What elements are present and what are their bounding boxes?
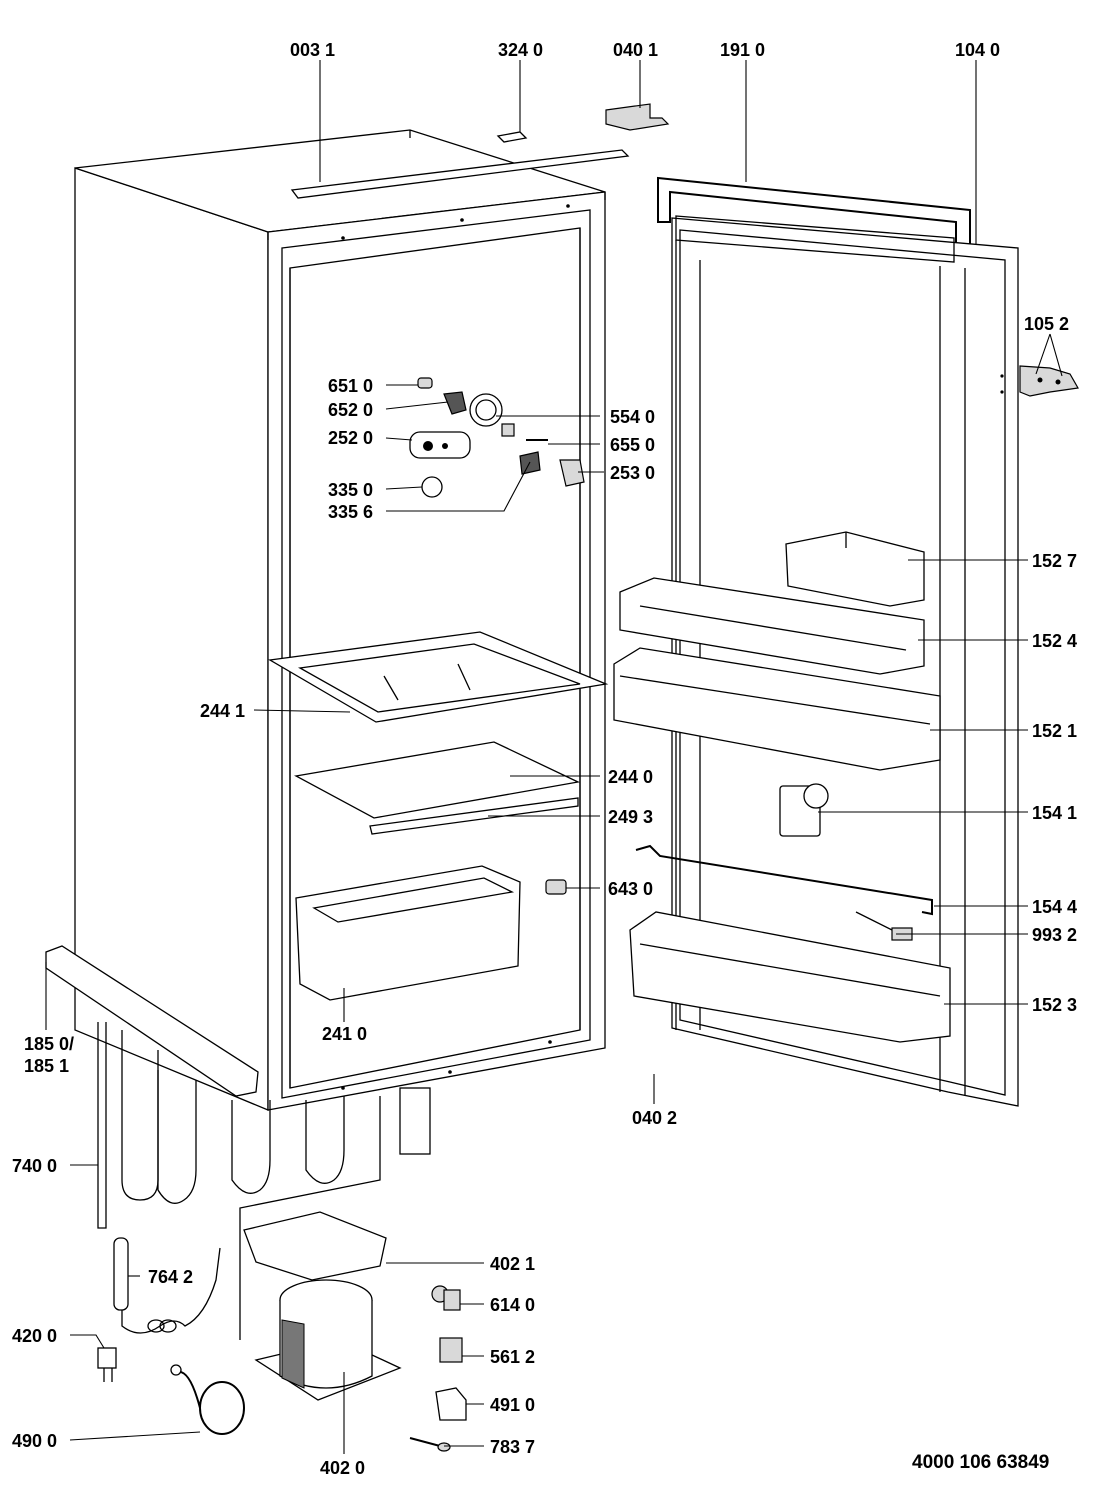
leader-lines — [45, 60, 1063, 1454]
drier-capacitor-cable — [97, 1237, 245, 1435]
label-655-0: 655 0 — [610, 435, 655, 455]
label-643-0: 643 0 — [608, 879, 653, 899]
label-185-1: 185 1 — [24, 1056, 69, 1076]
label-249-3: 249 3 — [608, 807, 653, 827]
label-764-2: 764 2 — [148, 1267, 193, 1287]
label-491-0: 491 0 — [490, 1395, 535, 1415]
compressor-assembly — [243, 1211, 467, 1452]
label-561-2: 561 2 — [490, 1347, 535, 1367]
lamp-thermostat-assembly — [409, 377, 585, 498]
label-152-4: 152 4 — [1032, 631, 1077, 651]
label-105-2: 105 2 — [1024, 314, 1069, 334]
door-shelves — [613, 531, 951, 1043]
label-244-0: 244 0 — [608, 767, 653, 787]
label-253-0: 253 0 — [610, 463, 655, 483]
upper-hinge — [605, 103, 670, 131]
label-490-0: 490 0 — [12, 1431, 57, 1451]
label-651-0: 651 0 — [328, 376, 373, 396]
label-040-1: 040 1 — [613, 40, 658, 60]
label-152-7: 152 7 — [1032, 551, 1077, 571]
part-number-labels: 003 1 324 0 040 1 191 0 104 0 105 2 651 … — [12, 40, 1077, 1478]
label-740-0: 740 0 — [12, 1156, 57, 1176]
top-cover-rail — [290, 131, 630, 199]
label-244-1: 244 1 — [200, 701, 245, 721]
condenser-coil — [97, 1022, 431, 1340]
label-252-0: 252 0 — [328, 428, 373, 448]
label-152-1: 152 1 — [1032, 721, 1077, 741]
label-402-0: 402 0 — [320, 1458, 365, 1478]
label-554-0: 554 0 — [610, 407, 655, 427]
label-241-0: 241 0 — [322, 1024, 367, 1044]
label-420-0: 420 0 — [12, 1326, 57, 1346]
side-hinge — [1019, 365, 1079, 397]
label-185-0: 185 0/ — [24, 1034, 74, 1054]
label-783-7: 783 7 — [490, 1437, 535, 1457]
document-code: 4000 106 63849 — [912, 1452, 1049, 1473]
label-652-0: 652 0 — [328, 400, 373, 420]
label-335-6: 335 6 — [328, 502, 373, 522]
label-335-0: 335 0 — [328, 480, 373, 500]
label-104-0: 104 0 — [955, 40, 1000, 60]
label-324-0: 324 0 — [498, 40, 543, 60]
label-154-1: 154 1 — [1032, 803, 1077, 823]
label-614-0: 614 0 — [490, 1295, 535, 1315]
label-154-4: 154 4 — [1032, 897, 1077, 917]
label-040-2: 040 2 — [632, 1108, 677, 1128]
cabinet-shelves — [268, 631, 609, 1001]
label-993-2: 993 2 — [1032, 925, 1077, 945]
label-152-3: 152 3 — [1032, 995, 1077, 1015]
label-402-1: 402 1 — [490, 1254, 535, 1274]
label-191-0: 191 0 — [720, 40, 765, 60]
label-003-1: 003 1 — [290, 40, 335, 60]
